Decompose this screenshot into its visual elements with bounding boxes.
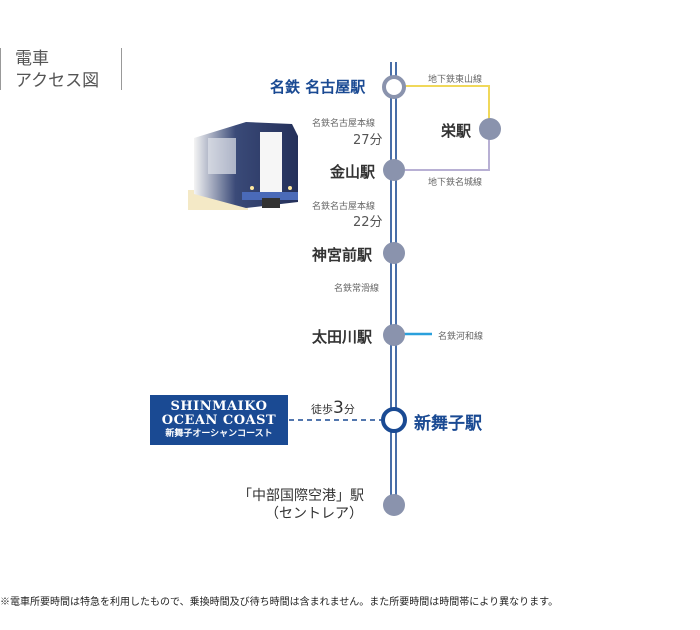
walk-unit: 分 [343,403,355,416]
branch-label-meijo: 地下鉄名城線 [428,178,483,188]
station-node-otagawa[interactable] [383,324,405,346]
page-title: 電車 アクセス図 [0,48,122,91]
station-node-sakae[interactable] [479,118,501,140]
station-sublabel-centrair: （セントレア） [265,506,363,522]
higashiyama-line [405,85,490,128]
station-node-meitetsu-nagoya[interactable] [382,75,406,99]
segment-time-1: 27分 [353,133,383,148]
segment-line-3: 名鉄常滑線 [334,284,380,294]
footnote: ※電車所要時間は特急を利用したもので、乗換時間及び待ち時間は含まれません。また所… [0,597,559,608]
station-label-shinmaiko: 新舞子駅 [414,414,482,434]
station-label-centrair: 「中部国際空港」駅 [238,488,364,504]
segment-line-1: 名鉄名古屋本線 [312,119,376,129]
station-label-jingumae: 神宮前駅 [312,246,373,264]
walk-time: 徒歩3分 [311,398,355,418]
station-node-kanayama[interactable] [383,159,405,181]
segment-line-2: 名鉄名古屋本線 [312,202,376,212]
station-node-shinmaiko[interactable] [381,407,407,433]
branch-label-kowa: 名鉄河和線 [438,332,484,342]
station-node-jingumae[interactable] [383,242,405,264]
branch-label-higashiyama: 地下鉄東山線 [428,75,483,85]
train-photo [188,110,300,210]
meijo-line [405,130,490,171]
station-node-centrair[interactable] [383,494,405,516]
destination-name-line2: OCEAN COAST [161,413,277,428]
station-label-meitetsu-nagoya: 名鉄 名古屋駅 [270,78,366,96]
walk-label: 徒歩 [311,403,333,416]
title-line-2: アクセス図 [15,71,100,91]
station-label-otagawa: 太田川駅 [312,328,373,346]
destination-name-jp: 新舞子オーシャンコースト [165,429,273,439]
destination-box[interactable]: SHINMAIKO OCEAN COAST 新舞子オーシャンコースト [150,395,288,445]
title-line-1: 電車 [15,49,49,69]
walk-minutes: 3 [333,398,344,418]
segment-time-2: 22分 [353,215,383,230]
station-label-kanayama: 金山駅 [330,163,376,181]
destination-name-line1: SHINMAIKO [170,399,268,414]
station-label-sakae: 栄駅 [441,122,472,140]
